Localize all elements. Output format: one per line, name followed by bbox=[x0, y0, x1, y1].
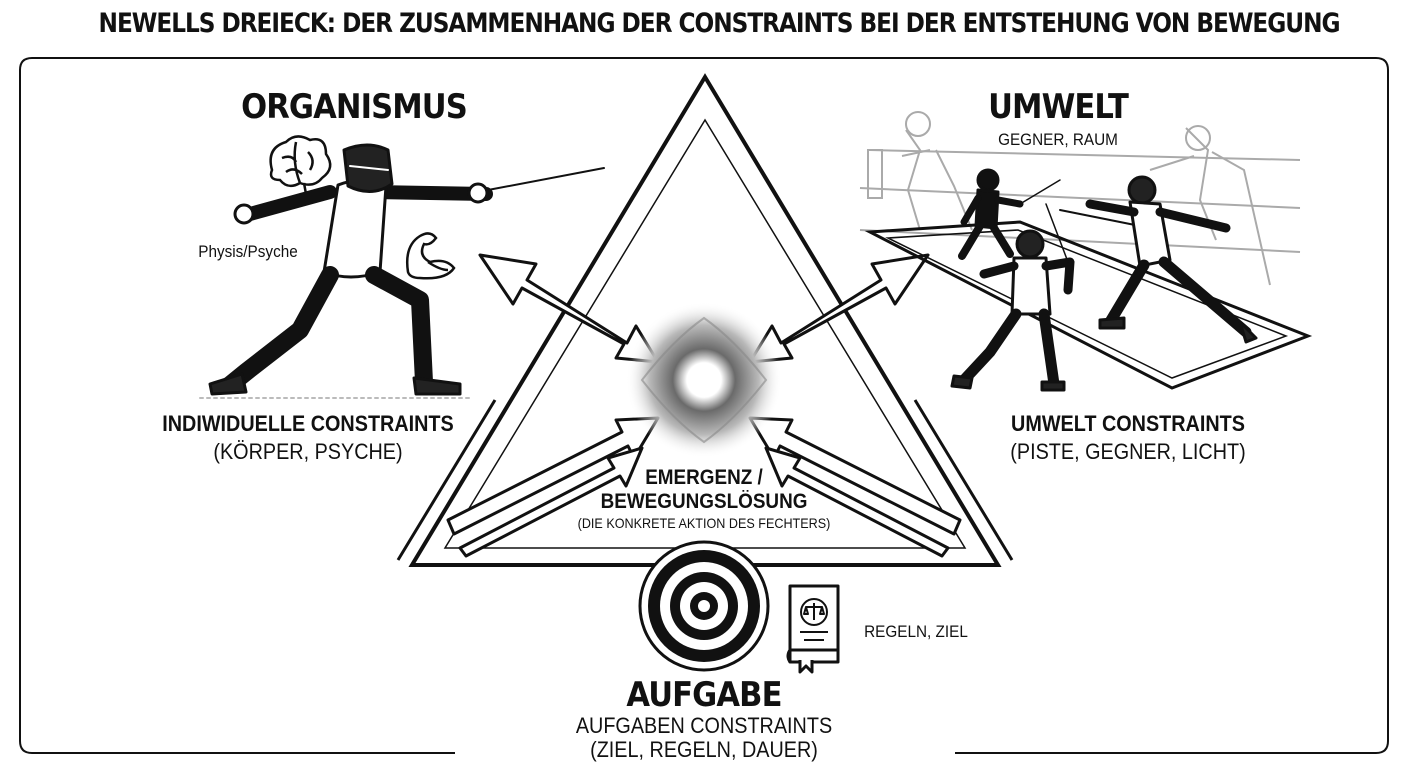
umwelt-constraints-detail: (PISTE, GEGNER, LICHT) bbox=[1010, 439, 1246, 464]
arrow-right-bottom-2 bbox=[764, 446, 950, 558]
brain-icon bbox=[269, 135, 332, 196]
muscle-icon bbox=[406, 232, 456, 280]
emergence-line-1: EMERGENZ / bbox=[645, 466, 763, 489]
arrow-left-bottom-2 bbox=[458, 446, 644, 558]
organismus-constraints-detail: (KÖRPER, PSYCHE) bbox=[213, 439, 403, 464]
umwelt-constraints-title: UMWELT CONSTRAINTS bbox=[1011, 411, 1245, 436]
fencers-group-illustration bbox=[859, 111, 1313, 392]
organismus-heading: ORGANISMUS bbox=[241, 87, 468, 127]
constraint-arrows bbox=[446, 253, 962, 558]
aufgabe-constraints-title: AUFGABEN CONSTRAINTS bbox=[575, 713, 833, 738]
emergence-line-3: (DIE KONKRETE AKTION DES FECHTERS) bbox=[577, 515, 831, 531]
fencer-illustration bbox=[199, 143, 605, 399]
scales-icon bbox=[800, 598, 828, 641]
emergence-line-2: BEWEGUNGSLÖSUNG bbox=[600, 490, 808, 513]
organismus-constraints-title: INDIWIDUELLE CONSTRAINTS bbox=[162, 411, 454, 436]
umwelt-heading: UMWELT bbox=[988, 87, 1129, 127]
aufgabe-heading: AUFGABE bbox=[626, 675, 782, 715]
emergence-glow bbox=[626, 302, 782, 458]
arrow-organismus bbox=[478, 253, 660, 364]
page-title: NEWELLS DREIECK: DER ZUSAMMENHANG DER CO… bbox=[98, 8, 1341, 39]
rulebook-icon bbox=[786, 584, 840, 674]
organismus-note: Physis/Psyche bbox=[198, 242, 298, 261]
umwelt-note: GEGNER, RAUM bbox=[998, 130, 1118, 149]
aufgabe-constraints-detail: (ZIEL, REGELN, DAUER) bbox=[590, 737, 818, 762]
aufgabe-note: REGELN, ZIEL bbox=[864, 622, 968, 641]
outer-frame bbox=[19, 57, 1389, 754]
target-icon bbox=[638, 540, 770, 672]
arrow-umwelt bbox=[748, 253, 930, 364]
